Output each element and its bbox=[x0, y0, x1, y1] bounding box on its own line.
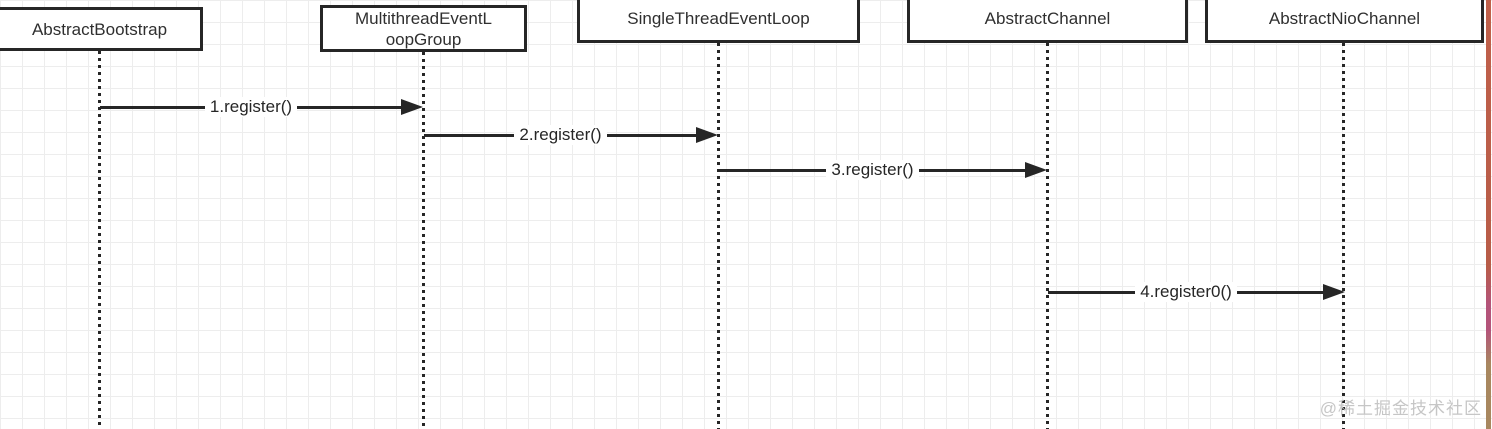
participant-box-abstractbootstrap: AbstractBootstrap bbox=[0, 7, 203, 51]
arrowhead-right-icon bbox=[1323, 284, 1346, 300]
message-label: 3.register() bbox=[826, 160, 919, 180]
arrowhead-right-icon bbox=[1025, 162, 1047, 178]
lifeline-abstractchannel bbox=[1046, 43, 1049, 429]
message-line bbox=[424, 133, 515, 137]
arrowhead-right-icon bbox=[401, 99, 423, 115]
message-line bbox=[297, 105, 402, 109]
arrowhead-right-icon bbox=[696, 127, 718, 143]
message-label: 1.register() bbox=[204, 97, 298, 117]
participant-label-line1: MultithreadEventL bbox=[354, 8, 493, 28]
participant-label: AbstractNioChannel bbox=[1268, 9, 1421, 28]
message-3-register: 3.register() bbox=[719, 159, 1047, 181]
message-4-register0: 4.register0() bbox=[1048, 281, 1346, 303]
lifeline-abstractniochannel bbox=[1342, 43, 1345, 429]
participant-label-line2: oopGroup bbox=[385, 29, 462, 49]
lifeline-multithreadeventloopgroup bbox=[422, 52, 425, 429]
message-line bbox=[1236, 290, 1325, 294]
participant-box-multithreadeventloopgroup: MultithreadEventL oopGroup bbox=[320, 5, 527, 52]
participant-box-abstractniochannel: AbstractNioChannel bbox=[1205, 0, 1484, 43]
message-label: 4.register0() bbox=[1135, 282, 1237, 302]
participant-box-abstractchannel: AbstractChannel bbox=[907, 0, 1188, 43]
message-line bbox=[606, 133, 697, 137]
message-line bbox=[918, 168, 1026, 172]
message-2-register: 2.register() bbox=[424, 124, 718, 146]
participant-label: AbstractBootstrap bbox=[31, 19, 168, 39]
lifeline-singlethreadeventloop bbox=[717, 43, 720, 429]
right-edge-color-strip bbox=[1486, 0, 1491, 429]
message-1-register: 1.register() bbox=[100, 96, 423, 118]
participant-box-singlethreadeventloop: SingleThreadEventLoop bbox=[577, 0, 860, 43]
participant-label: AbstractChannel bbox=[984, 9, 1111, 28]
message-line bbox=[719, 168, 827, 172]
message-line bbox=[100, 105, 205, 109]
message-label: 2.register() bbox=[514, 125, 607, 145]
watermark-text: @稀土掘金技术社区 bbox=[1319, 399, 1482, 418]
participant-label: SingleThreadEventLoop bbox=[627, 9, 810, 28]
lifeline-abstractbootstrap bbox=[98, 51, 101, 429]
message-line bbox=[1048, 290, 1136, 294]
